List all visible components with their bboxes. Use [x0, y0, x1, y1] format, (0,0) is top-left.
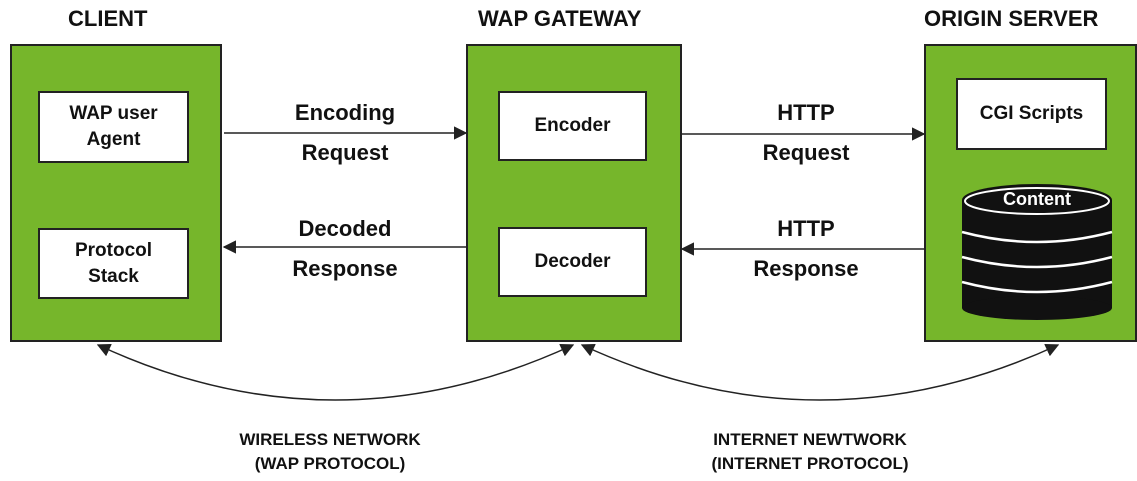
- decoded-response-line-2: Response: [292, 256, 398, 281]
- cgi-scripts-box: CGI Scripts: [956, 78, 1107, 150]
- internet-network-curve: [580, 343, 1060, 401]
- http-response-line-1: HTTP: [777, 216, 835, 241]
- wireless-network-line-1: WIRELESS NETWORK: [239, 430, 421, 449]
- client-title: CLIENT: [68, 6, 148, 31]
- decoded-response-label: Decoded Response: [245, 214, 445, 284]
- http-request-label: HTTP Request: [706, 98, 906, 168]
- encoder-box: Encoder: [498, 91, 647, 161]
- http-response-label: HTTP Response: [706, 214, 906, 284]
- wireless-network-label: WIRELESS NETWORK (WAP PROTOCOL): [200, 428, 460, 476]
- protocol-stack-line-2: Stack: [88, 265, 139, 287]
- wap-user-agent-line-2: Agent: [86, 129, 141, 150]
- wap-user-agent-line-1: WAP user: [69, 103, 158, 124]
- http-response-line-2: Response: [753, 256, 859, 281]
- internet-network-line-2: (INTERNET PROTOCOL): [711, 454, 909, 473]
- decoded-response-line-1: Decoded: [298, 216, 392, 241]
- internet-network-label: INTERNET NEWTWORK (INTERNET PROTOCOL): [675, 428, 945, 476]
- http-request-line-1: HTTP: [777, 100, 835, 125]
- database-icon: [961, 184, 1113, 320]
- encoder-label: Encoder: [534, 115, 611, 136]
- decoder-box: Decoder: [498, 227, 647, 297]
- content-label: Content: [1003, 189, 1071, 209]
- wireless-network-line-2: (WAP PROTOCOL): [254, 454, 406, 473]
- encoding-request-line-1: Encoding: [294, 100, 396, 125]
- wireless-network-curve: [96, 343, 575, 401]
- gateway-title: WAP GATEWAY: [478, 6, 642, 31]
- cgi-scripts-label: CGI Scripts: [979, 103, 1084, 124]
- protocol-stack-line-1: Protocol: [74, 239, 153, 261]
- protocol-stack-box: Protocol Stack: [38, 228, 189, 299]
- wap-user-agent-box: WAP user Agent: [38, 91, 189, 163]
- encoding-request-label: Encoding Request: [245, 98, 445, 168]
- internet-network-line-1: INTERNET NEWTWORK: [713, 430, 907, 449]
- http-request-line-2: Request: [762, 140, 850, 165]
- encoding-request-line-2: Request: [301, 140, 389, 165]
- decoder-label: Decoder: [534, 251, 611, 272]
- origin-server-title: ORIGIN SERVER: [924, 6, 1099, 31]
